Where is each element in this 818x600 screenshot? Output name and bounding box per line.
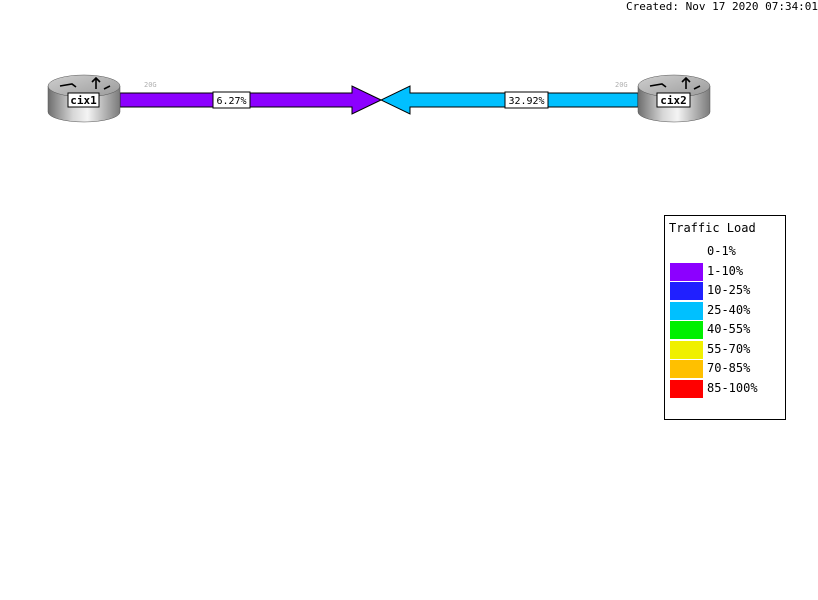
link-load-label-cix1-to-cix2-box: 6.27% [212, 91, 251, 109]
legend-swatch [670, 262, 703, 281]
link-load-label-cix1-to-cix2: 6.27% [216, 96, 246, 107]
legend-swatch [670, 282, 703, 300]
legend-item: 40-55% [670, 321, 782, 339]
legend-label: 55-70% [707, 341, 751, 356]
legend-item: 70-85% [670, 360, 782, 378]
node-label-cix1-box: cix1 [67, 92, 100, 108]
legend-label: 10-25% [707, 283, 751, 297]
node-label-cix1: cix1 [70, 94, 97, 107]
weathermap-canvas: Created: Nov 17 2020 07:34:01 [47, 0, 818, 420]
node-label-cix2-box: cix2 [656, 92, 691, 108]
legend-swatch [670, 340, 703, 359]
legend-item: 85-100% [670, 379, 782, 398]
bandwidth-label-cix1: 20G [144, 81, 157, 89]
legend-item: 25-40% [670, 301, 782, 320]
created-timestamp: Created: Nov 17 2020 07:34:01 [626, 0, 818, 13]
legend-label: 1-10% [707, 263, 744, 278]
legend-title: Traffic Load [669, 221, 756, 235]
legend-label: 0-1% [707, 244, 736, 258]
legend-item: 1-10% [670, 262, 782, 281]
legend-swatch [670, 360, 703, 378]
traffic-load-legend: Traffic Load 0-1% 1-10% 10-25% 25-40% 40-55%… [664, 215, 786, 420]
node-label-cix2: cix2 [660, 94, 687, 107]
link-load-label-cix2-to-cix1-box: 32.92% [504, 91, 549, 109]
legend-label: 25-40% [707, 302, 751, 317]
link-load-label-cix2-to-cix1: 32.92% [508, 96, 544, 107]
legend-item: 55-70% [670, 340, 782, 359]
legend-label: 40-55% [707, 322, 751, 336]
legend-item: 0-1% [670, 243, 782, 261]
bandwidth-label-cix2: 20G [615, 81, 628, 89]
network-diagram: 20G 20G cix1 cix2 6.27% 32.92% [47, 74, 711, 123]
legend-label: 85-100% [707, 380, 758, 395]
legend-item: 10-25% [670, 282, 782, 300]
legend-swatch [670, 379, 703, 398]
router-arrows-icon [59, 76, 111, 90]
legend-swatch [670, 301, 703, 320]
legend-label: 70-85% [707, 361, 751, 375]
legend-swatch [670, 321, 703, 339]
router-arrows-icon [649, 76, 701, 90]
legend-swatch [670, 243, 703, 261]
